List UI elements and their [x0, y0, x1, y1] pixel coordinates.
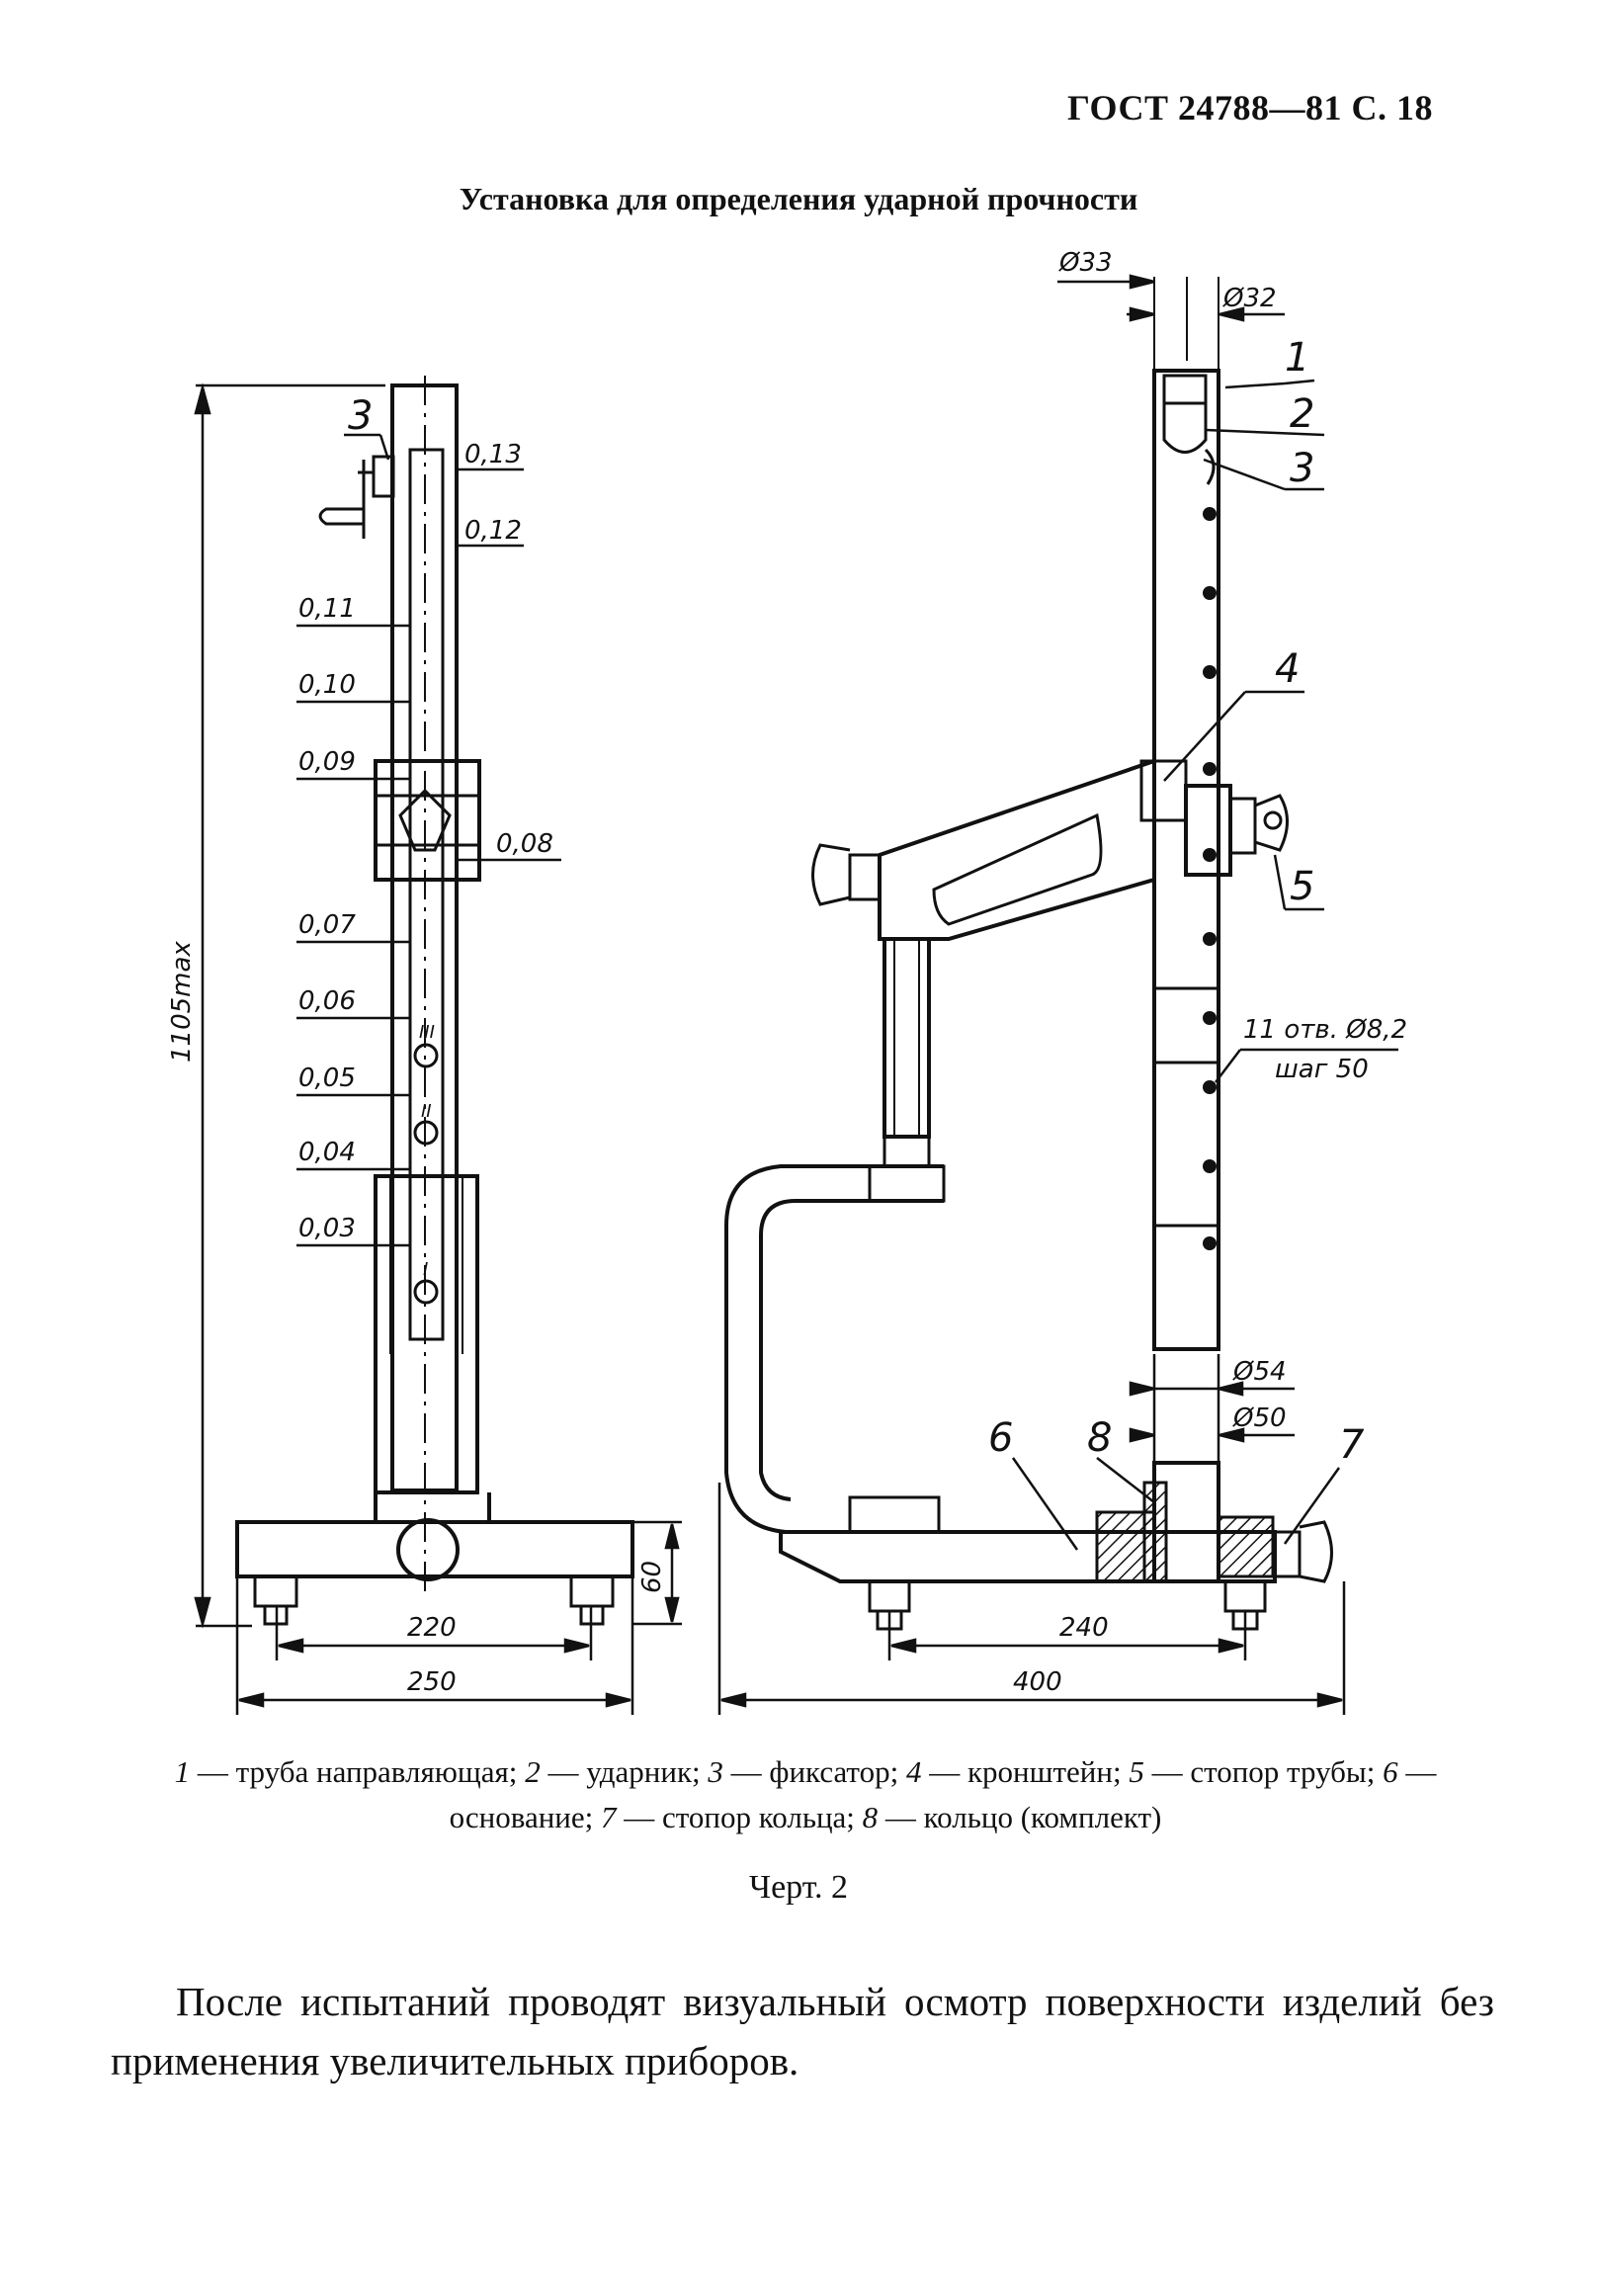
dim-base-total-label: 400	[1013, 1667, 1062, 1697]
dim-outer-width-label: 250	[407, 1667, 457, 1697]
holes-note: 11 отв. Ø8,2	[1243, 1015, 1407, 1045]
left-hole-I	[413, 1279, 439, 1305]
scale-label: 0,09	[298, 747, 356, 777]
scale-label: 0,11	[298, 594, 356, 624]
legend-item: 2 — ударник;	[525, 1754, 709, 1789]
left-scale	[296, 468, 561, 1247]
left-callout-3: 3	[344, 393, 390, 461]
scale-label: 0,03	[298, 1214, 356, 1243]
callout-number: 8	[1087, 1415, 1112, 1461]
callout-number: 6	[988, 1415, 1013, 1461]
scale-label: 0,07	[298, 910, 356, 940]
right-callout-leaders	[1011, 379, 1398, 1551]
left-foot	[569, 1574, 615, 1608]
dim-height-label: 1105max	[167, 941, 197, 1063]
legend-item: 7 — стопор кольца;	[601, 1800, 863, 1834]
left-foot	[253, 1574, 298, 1608]
roman-mark: III	[419, 1022, 435, 1043]
figure-caption: Черт. 2	[748, 1869, 849, 1906]
left-fixator	[372, 455, 395, 498]
scale-label: 0,13	[464, 440, 522, 469]
callout-number: 4	[1275, 646, 1300, 692]
right-striker	[1162, 374, 1208, 405]
dim-width	[235, 1520, 682, 1715]
callout-number: 3	[348, 393, 373, 439]
right-base	[779, 1530, 1277, 1583]
dim-ring-outer-label: Ø54	[1232, 1357, 1287, 1387]
roman-mark: I	[423, 1259, 428, 1280]
callout-number: 2	[1290, 391, 1314, 437]
dim-tube-inner-label: Ø32	[1222, 284, 1277, 313]
dim-base	[717, 1483, 1346, 1715]
callout-number: 7	[1339, 1422, 1365, 1468]
dim-tube-outer-label: Ø33	[1058, 248, 1113, 278]
callout-number: 5	[1290, 864, 1314, 909]
right-c-frame	[724, 1164, 949, 1534]
left-hole-III	[413, 1043, 439, 1068]
scale-label: 0,08	[496, 829, 553, 859]
legend-item: 3 — фиксатор;	[708, 1754, 906, 1789]
left-scale-labels: 0,13 0,12 0,11 0,10 0,09 0,08 0,07 0,06 …	[298, 440, 553, 1280]
roman-mark: II	[421, 1101, 432, 1122]
legend-item: 4 — кронштейн;	[905, 1754, 1130, 1789]
scale-label: 0,04	[298, 1138, 356, 1167]
dim-height	[194, 383, 385, 1629]
figure-legend: 1 — труба направляющая; 2 — ударник; 3 —…	[119, 1749, 1492, 1840]
scale-label: 0,10	[298, 670, 356, 700]
technical-drawing: 0,13 0,12 0,11 0,10 0,09 0,08 0,07 0,06 …	[167, 248, 1407, 1715]
dim-inner-width-label: 220	[407, 1613, 457, 1643]
right-view	[724, 277, 1333, 1631]
holes-note-step: шаг 50	[1275, 1055, 1369, 1084]
dim-base-inner-label: 240	[1059, 1613, 1109, 1643]
right-post	[883, 937, 931, 1139]
left-graduated-rod	[408, 448, 445, 1341]
scale-label: 0,05	[298, 1063, 356, 1093]
right-bracket	[878, 758, 1156, 941]
callout-number: 1	[1285, 335, 1309, 381]
dim-ring	[1129, 1354, 1295, 1463]
body-paragraph: После испытаний проводят визуальный осмо…	[111, 1979, 1494, 2083]
left-view	[235, 376, 634, 1626]
legend-item: 8 — кольцо (комплект)	[862, 1800, 1162, 1834]
legend-item: 1 — труба направляющая;	[174, 1754, 526, 1789]
left-base-plate	[235, 1520, 634, 1578]
dim-tube	[1057, 274, 1285, 322]
left-lower-sleeve	[374, 1174, 479, 1494]
left-base-boss	[396, 1518, 460, 1581]
document-header: ГОСТ 24788—81 С. 18	[1067, 88, 1433, 128]
left-clamp-block	[374, 759, 481, 882]
scale-label: 0,06	[298, 986, 356, 1016]
scale-label: 0,12	[464, 516, 522, 546]
legend-item: 6 — основание;	[449, 1754, 1437, 1834]
figure-title: Установка для определения ударной прочно…	[459, 181, 1138, 216]
dim-ring-inner-label: Ø50	[1232, 1403, 1287, 1433]
dim-base-height-label: 60	[637, 1561, 667, 1593]
left-hole-II	[413, 1120, 439, 1146]
callout-number: 3	[1290, 446, 1314, 491]
legend-item: 5 — стопор трубы;	[1129, 1754, 1384, 1789]
